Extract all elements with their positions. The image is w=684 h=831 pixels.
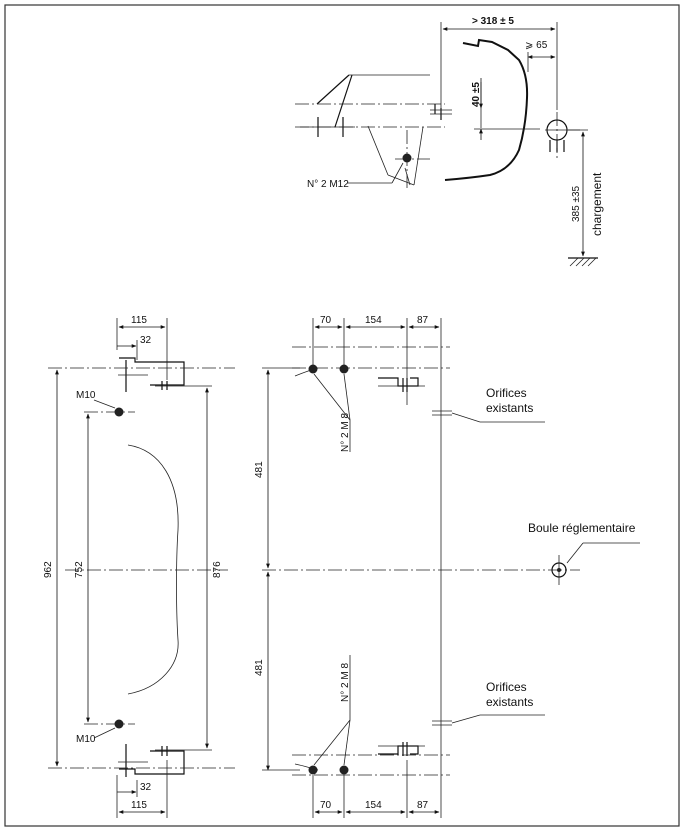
dim-top-width: 115: [131, 315, 147, 326]
dim-holes-label: 752: [74, 561, 85, 578]
existing-holes-bottom-line2: existants: [486, 695, 533, 709]
load-label: chargement: [590, 172, 604, 236]
drawing-frame: [4, 4, 680, 827]
top-view: > 318 ± 5 ⩾ 65 40 ±5 N°: [295, 16, 604, 267]
dim-upper-half: 481: [254, 461, 265, 478]
dim-bottom-b: 154: [365, 800, 382, 811]
dim-top-a: 70: [320, 315, 332, 326]
dim-top-b: 154: [365, 315, 382, 326]
dim-height-label: 385 ±35: [571, 185, 582, 222]
existing-holes-top-line1: Orifices: [486, 386, 527, 400]
dim-bottom-width: 115: [131, 800, 147, 811]
dim-bottom-c: 87: [417, 800, 429, 811]
dim-offset-label: 40 ±5: [471, 82, 482, 107]
bolts-m12-label: N° 2 M12: [307, 179, 349, 190]
bolt-m8-top-1-icon: [308, 364, 318, 374]
bolt-m12-icon: [402, 153, 412, 163]
dim-overall-label: > 318 ± 5: [472, 16, 514, 27]
bolt-m10-top-label: M10: [76, 390, 96, 401]
bolts-m8-bottom-label: N° 2 M 8: [340, 663, 351, 702]
bolt-m8-bottom-1-icon: [308, 765, 318, 775]
dim-total-label: 962: [43, 561, 54, 578]
dim-top-c: 87: [417, 315, 429, 326]
left-view: 115 32 M10 M10: [43, 315, 235, 818]
dim-top-inner: 32: [140, 335, 152, 346]
bolt-m8-bottom-2-icon: [339, 765, 349, 775]
existing-holes-top-line2: existants: [486, 401, 533, 415]
tow-ball-label: Boule réglementaire: [528, 521, 636, 535]
dim-mid-label: 876: [212, 561, 223, 578]
bolt-m10-bottom-label: M10: [76, 734, 96, 745]
bolts-m8-top-label: N° 2 M 8: [340, 413, 351, 452]
dim-clearance-label: ⩾ 65: [525, 40, 548, 51]
dim-bottom-a: 70: [320, 800, 332, 811]
existing-holes-bottom-line1: Orifices: [486, 680, 527, 694]
dim-lower-half: 481: [254, 659, 265, 676]
right-view: 70 154 87 N° 2 M 8 Orifices existants: [254, 315, 640, 818]
dim-bottom-inner: 32: [140, 782, 152, 793]
bolt-m8-top-2-icon: [339, 364, 349, 374]
ground-hatch-icon: [569, 257, 597, 267]
